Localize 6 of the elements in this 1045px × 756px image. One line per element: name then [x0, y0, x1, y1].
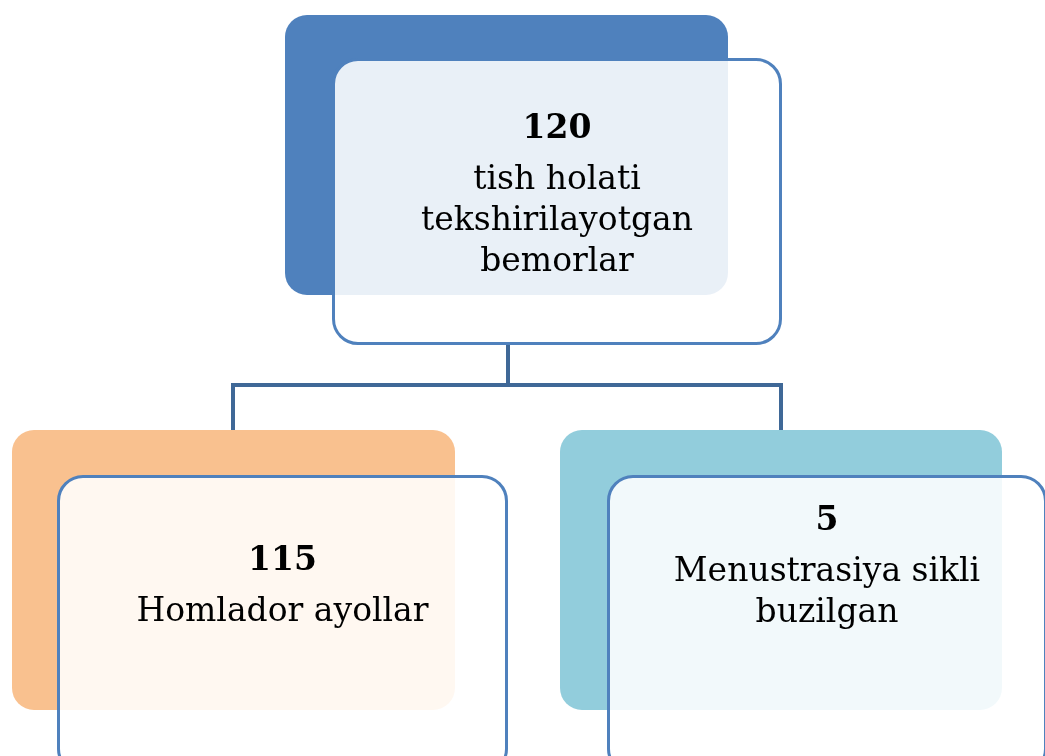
box-text: Menustrasiya sikli buzilgan: [672, 549, 982, 631]
box-text: Homlador ayollar: [136, 589, 429, 630]
count-number: 5: [815, 498, 839, 539]
box-text: tish holati tekshirilayotgan bemorlar: [420, 157, 694, 280]
count-number: 115: [248, 538, 317, 579]
count-number: 120: [522, 106, 592, 147]
